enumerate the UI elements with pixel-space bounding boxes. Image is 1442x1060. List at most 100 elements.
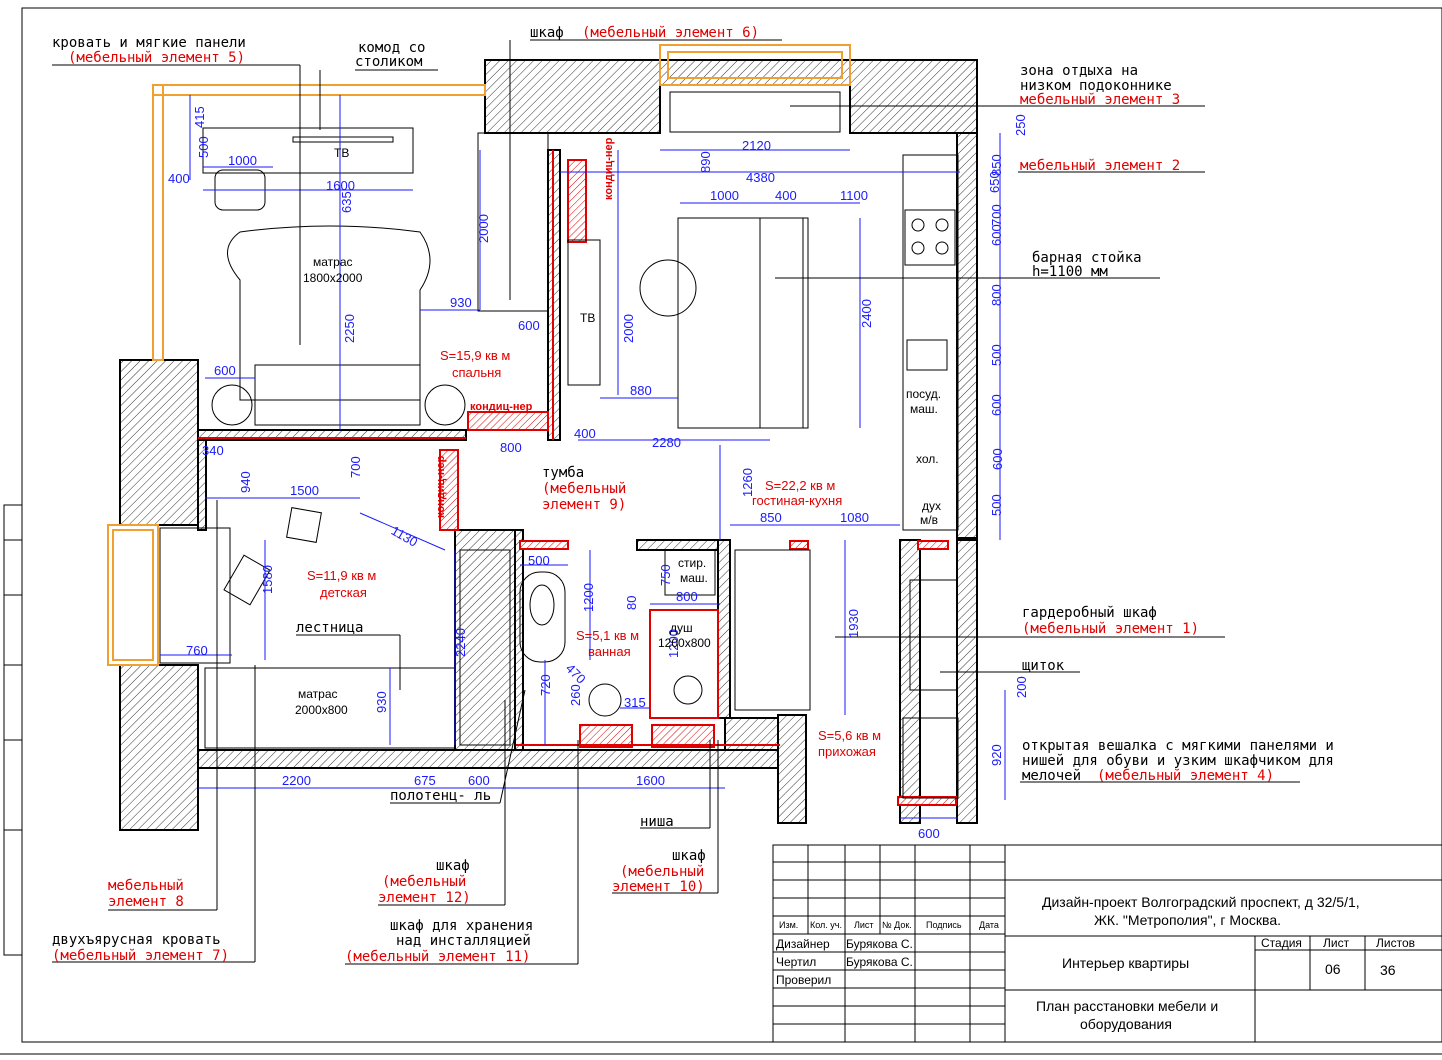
svg-text:400: 400 xyxy=(574,426,596,441)
mattress-label: матрас xyxy=(313,255,353,269)
svg-text:600: 600 xyxy=(214,363,236,378)
svg-text:№ Док.: № Док. xyxy=(882,920,912,930)
dimension-lines xyxy=(160,95,1006,819)
svg-text:940: 940 xyxy=(238,471,253,493)
room-areas: S=15,9 кв м спальня S=11,9 кв м детская … xyxy=(307,348,881,759)
dimension-labels: 1000 1600 400 930 600 600 340 1500 800 7… xyxy=(168,106,1029,841)
svg-text:(мебельный: (мебельный xyxy=(382,874,466,890)
svg-text:1580: 1580 xyxy=(260,565,275,594)
tv-label: ТВ xyxy=(334,146,349,160)
svg-text:500: 500 xyxy=(989,494,1004,516)
svg-text:душ: душ xyxy=(670,621,693,635)
svg-text:1600: 1600 xyxy=(636,773,665,788)
leader-lines xyxy=(52,39,1300,965)
svg-text:2250: 2250 xyxy=(342,314,357,343)
svg-text:2400: 2400 xyxy=(859,299,874,328)
svg-text:1260: 1260 xyxy=(740,468,755,497)
svg-text:2000: 2000 xyxy=(476,214,491,243)
svg-text:щиток: щиток xyxy=(1022,658,1065,674)
svg-text:мебельный элемент 2: мебельный элемент 2 xyxy=(1020,158,1180,174)
svg-text:План расстановки мебели и: План расстановки мебели и xyxy=(1036,998,1218,1014)
svg-text:h=1100 мм: h=1100 мм xyxy=(1032,264,1108,280)
svg-text:340: 340 xyxy=(202,443,224,458)
svg-text:S=5,6 кв м: S=5,6 кв м xyxy=(818,728,881,743)
svg-text:Бурякова С.: Бурякова С. xyxy=(846,955,913,969)
svg-text:850: 850 xyxy=(989,154,1004,176)
svg-text:стир.: стир. xyxy=(678,556,706,570)
svg-text:1500: 1500 xyxy=(290,483,319,498)
svg-text:1100: 1100 xyxy=(840,188,868,203)
svg-text:S=22,2 кв м: S=22,2 кв м xyxy=(765,478,835,493)
svg-text:Дизайн-проект Волгоградский пр: Дизайн-проект Волгоградский проспект, д … xyxy=(1042,894,1360,910)
svg-text:1200: 1200 xyxy=(581,583,596,612)
svg-text:720: 720 xyxy=(538,674,553,696)
svg-text:S=15,9 кв м: S=15,9 кв м xyxy=(440,348,510,363)
svg-text:двухъярусная кровать: двухъярусная кровать xyxy=(52,932,221,948)
svg-text:2280: 2280 xyxy=(652,435,681,450)
svg-text:400: 400 xyxy=(775,188,797,203)
svg-text:1000: 1000 xyxy=(710,188,739,203)
svg-text:ниша: ниша xyxy=(640,814,674,830)
ac-label: кондиц-нер xyxy=(603,137,615,200)
svg-text:прихожая: прихожая xyxy=(818,744,876,759)
svg-text:тумба: тумба xyxy=(542,465,584,481)
svg-text:Стадия: Стадия xyxy=(1261,936,1302,950)
svg-text:ванная: ванная xyxy=(588,644,631,659)
svg-text:мелочей: мелочей xyxy=(1022,768,1081,784)
svg-text:хол.: хол. xyxy=(916,452,939,466)
red-elements xyxy=(198,150,957,806)
title-block: Изм. Кол. уч. Лист № Док. Подпись Дата Д… xyxy=(772,844,1442,1043)
ac-label: кондиц-нер xyxy=(470,401,533,413)
svg-text:1130: 1130 xyxy=(389,523,421,550)
window-outlines xyxy=(107,44,851,666)
svg-text:930: 930 xyxy=(450,295,472,310)
svg-text:Проверил: Проверил xyxy=(776,973,831,987)
svg-text:шкаф: шкаф xyxy=(530,25,564,41)
left-stamp-strip xyxy=(3,504,23,956)
svg-text:элемент 12): элемент 12) xyxy=(378,890,471,906)
svg-text:600: 600 xyxy=(989,394,1004,416)
svg-text:Кол. уч.: Кол. уч. xyxy=(810,920,842,930)
svg-text:635: 635 xyxy=(339,191,354,213)
svg-text:Подпись: Подпись xyxy=(926,920,962,930)
svg-text:200: 200 xyxy=(1014,676,1029,698)
svg-text:спальня: спальня xyxy=(452,365,501,380)
mattress-label: матрас xyxy=(298,687,338,701)
svg-text:600: 600 xyxy=(990,448,1005,470)
svg-text:2120: 2120 xyxy=(742,138,771,153)
svg-text:1200: 1200 xyxy=(666,629,681,658)
svg-text:2200: 2200 xyxy=(282,773,311,788)
svg-text:880: 880 xyxy=(630,383,652,398)
svg-text:1930: 1930 xyxy=(846,609,861,638)
svg-text:посуд.: посуд. xyxy=(906,387,941,401)
svg-text:(мебельный элемент 11): (мебельный элемент 11) xyxy=(345,949,530,965)
svg-text:над инсталляцией: над инсталляцией xyxy=(396,933,531,949)
svg-text:маш.: маш. xyxy=(680,571,708,585)
svg-text:Лист: Лист xyxy=(854,920,874,930)
svg-text:оборудования: оборудования xyxy=(1080,1016,1172,1032)
svg-text:Листов: Листов xyxy=(1376,936,1415,950)
svg-text:зона отдыха на: зона отдыха на xyxy=(1020,63,1138,79)
svg-text:(мебельный элемент 1): (мебельный элемент 1) xyxy=(1022,621,1199,637)
svg-text:2240: 2240 xyxy=(453,628,468,657)
svg-text:гардеробный шкаф: гардеробный шкаф xyxy=(1022,605,1157,621)
mattress-size: 1800x2000 xyxy=(303,271,363,285)
svg-text:S=11,9 кв м: S=11,9 кв м xyxy=(307,568,376,583)
svg-text:шкаф: шкаф xyxy=(436,858,470,874)
svg-text:комод со: комод со xyxy=(358,40,425,56)
svg-text:800: 800 xyxy=(676,589,698,604)
svg-text:4380: 4380 xyxy=(746,170,775,185)
ac-label: кондиц-нер xyxy=(435,455,447,518)
svg-text:элемент 9): элемент 9) xyxy=(542,497,626,513)
svg-text:шкаф для хранения: шкаф для хранения xyxy=(390,918,533,934)
svg-text:(мебельный элемент 6): (мебельный элемент 6) xyxy=(582,25,759,41)
item-labels: ТВ ТВ матрас 1800x2000 матрас 2000x800 к… xyxy=(295,137,941,717)
svg-text:400: 400 xyxy=(168,171,190,186)
svg-text:800: 800 xyxy=(500,440,522,455)
svg-text:м/в: м/в xyxy=(920,513,938,527)
svg-text:гостиная-кухня: гостиная-кухня xyxy=(752,493,842,508)
svg-text:(мебельный: (мебельный xyxy=(620,864,704,880)
svg-text:детская: детская xyxy=(320,585,367,600)
svg-text:2000: 2000 xyxy=(621,314,636,343)
svg-text:шкаф: шкаф xyxy=(672,848,706,864)
